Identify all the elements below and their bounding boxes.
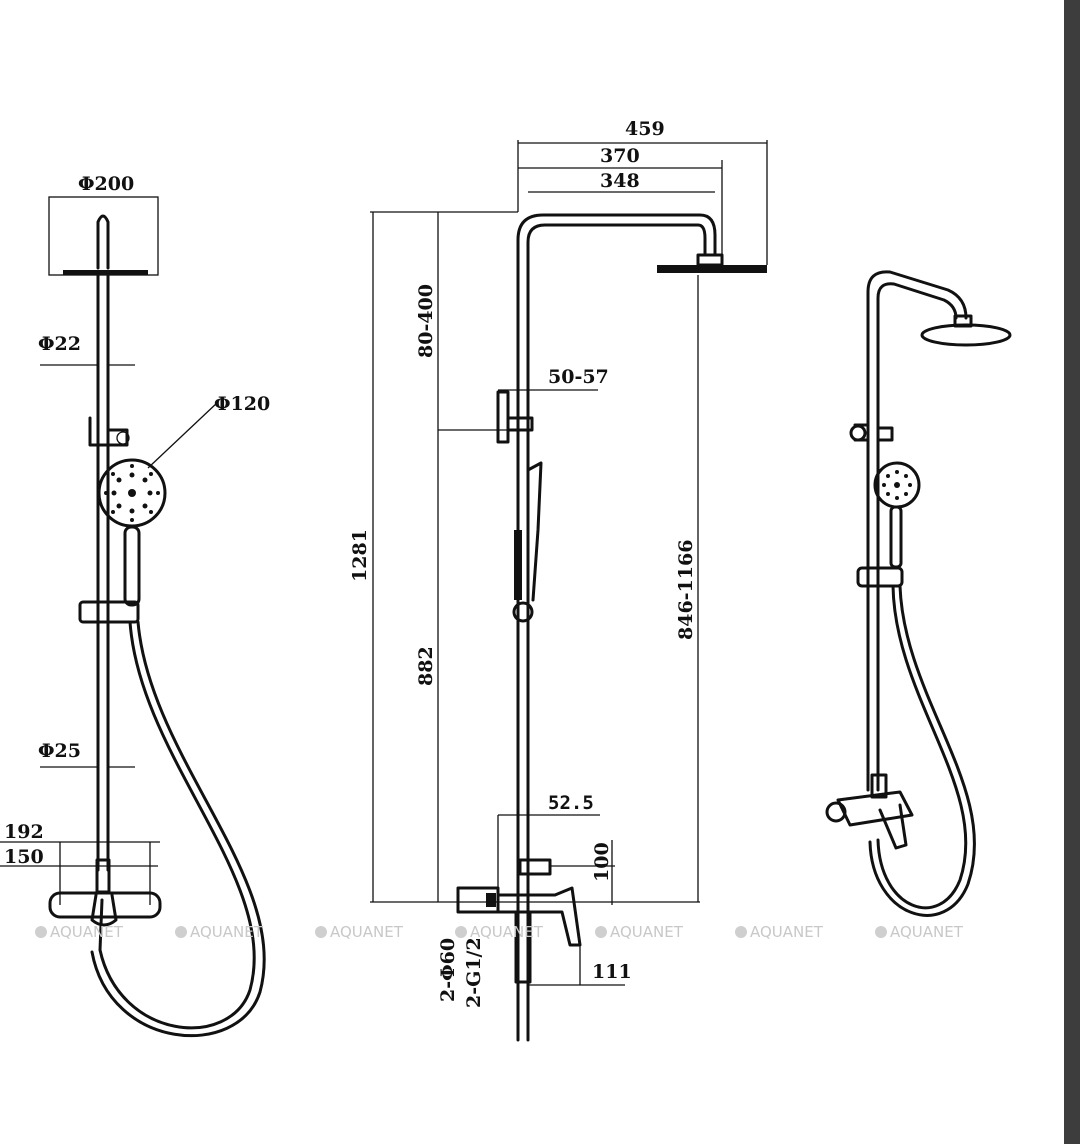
watermark-icon — [455, 926, 467, 938]
front-dimension-lines — [0, 364, 219, 905]
mixer-lever-front — [90, 893, 118, 927]
window-edge — [1064, 0, 1080, 1144]
upper-bracket — [88, 416, 129, 447]
watermark-icon — [595, 926, 607, 938]
hand-shower-handle — [123, 525, 141, 607]
hand-shower-handle-persp — [889, 505, 903, 569]
dim-riser-diameter: Φ22 — [38, 333, 81, 355]
dim-total-height: 1281 — [349, 529, 371, 582]
perspective-view — [825, 270, 1012, 917]
mixer-outlet-side — [518, 858, 552, 876]
hose-persp-inner — [868, 584, 976, 917]
hose-outer — [98, 620, 256, 1030]
dim-adjust-range-upper: 80-400 — [415, 284, 437, 358]
mixer-outlet-persp — [870, 773, 888, 799]
slider-knob-side — [512, 601, 534, 623]
watermark-text: AQUANET — [470, 923, 544, 941]
head-connector — [96, 214, 110, 270]
bracket-clamp-persp — [876, 426, 894, 442]
dim-thread-spec: 2-G1/2 — [463, 937, 485, 1008]
dim-lower-height: 882 — [415, 646, 437, 686]
dim-mixer-height: 100 — [591, 842, 613, 882]
dim-total-width: 459 — [625, 118, 665, 140]
riser-and-arm-persp-inner — [876, 282, 958, 792]
watermark-icon — [315, 926, 327, 938]
dim-mixer-width-outer: 192 — [4, 821, 44, 843]
dim-mixer-width-inner: 150 — [4, 846, 44, 868]
dim-head-diameter: Φ200 — [78, 173, 134, 195]
rain-head-persp — [920, 323, 1012, 347]
mixer-outlet-front — [95, 858, 111, 894]
watermark-text: AQUANET — [750, 923, 824, 941]
watermark-text: AQUANET — [190, 923, 264, 941]
front-view: Φ200 Φ22 Φ120 Φ25 192 150 — [0, 173, 270, 1038]
hand-shower-handle-side — [514, 530, 522, 600]
hand-shower-side — [526, 461, 543, 602]
watermark-icon — [175, 926, 187, 938]
side-view: 459 370 348 50-57 52.5 111 1281 80-400 8… — [349, 118, 768, 1042]
bracket-disc-persp — [849, 424, 867, 442]
watermark-text: AQUANET — [890, 923, 964, 941]
mixer-body-front — [48, 891, 162, 919]
dim-flange-spec: 2-Φ60 — [437, 938, 459, 1002]
watermark-text: AQUANET — [330, 923, 404, 941]
dim-head-height-range: 846-1166 — [675, 540, 697, 640]
hose-inner — [90, 620, 266, 1038]
bracket-knob — [116, 431, 130, 445]
side-dimension-lines — [370, 140, 768, 986]
watermark-icon — [875, 926, 887, 938]
wall-bracket — [496, 390, 510, 444]
hand-shower-nozzles — [104, 464, 160, 522]
mixer-lever-persp — [878, 803, 908, 850]
rain-head-plate — [63, 270, 148, 275]
watermark-text: AQUANET — [610, 923, 684, 941]
slider-persp — [856, 566, 904, 588]
head-outline-box — [48, 196, 159, 276]
flange-nut — [486, 893, 496, 907]
wall-flange — [456, 886, 500, 914]
mixer-flange-persp — [825, 801, 847, 823]
dim-arm-inner-width: 348 — [600, 170, 640, 192]
hose-persp-outer — [876, 584, 968, 910]
watermark-row: AQUANET AQUANET AQUANET AQUANET AQUANET … — [35, 923, 964, 941]
riser-and-arm-inner — [526, 223, 707, 1042]
dim-lower-tube-diameter: Φ25 — [38, 740, 81, 762]
watermark-icon — [35, 926, 47, 938]
mixer-body-persp — [836, 790, 914, 827]
slider-holder — [78, 600, 140, 624]
dim-mixer-offset: 52.5 — [548, 792, 594, 814]
riser-and-arm-persp-outer — [866, 270, 968, 792]
mixer-spout-side — [514, 910, 532, 984]
dim-bracket-offset: 50-57 — [548, 366, 609, 388]
hand-shower-nozzles-persp — [882, 470, 912, 500]
dim-hand-shower-diameter: Φ120 — [214, 393, 270, 415]
riser-and-arm-outer — [516, 213, 717, 1042]
rain-head-side — [657, 265, 767, 273]
watermark-text: AQUANET — [50, 923, 124, 941]
watermark-icon — [735, 926, 747, 938]
dim-mixer-depth: 111 — [592, 961, 632, 983]
arm-connector — [696, 253, 724, 267]
dim-arm-width: 370 — [600, 145, 640, 167]
